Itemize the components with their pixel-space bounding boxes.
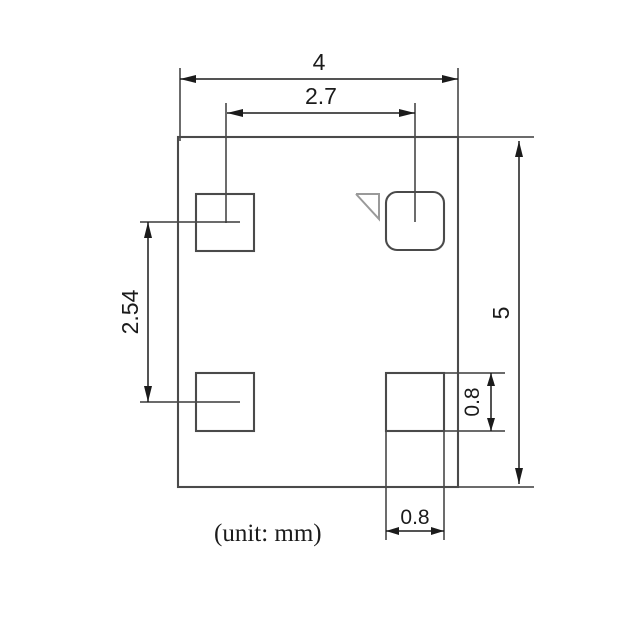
arrowhead-vpitch-bottom bbox=[144, 386, 152, 402]
pad-top-left bbox=[194, 192, 256, 253]
dimension-label-pad-height: 0.8 bbox=[461, 387, 484, 416]
pad-top-right bbox=[384, 190, 446, 252]
arrowhead-width-right bbox=[442, 75, 458, 83]
pad-bottom-right bbox=[384, 371, 446, 433]
arrowhead-padwidth-right bbox=[431, 527, 444, 535]
component-body-outline bbox=[176, 135, 460, 489]
arrowhead-padheight-top bbox=[487, 373, 495, 386]
arrowhead-pitch-left bbox=[227, 109, 243, 117]
arrowhead-pitch-right bbox=[399, 109, 415, 117]
arrowhead-padwidth-left bbox=[386, 527, 399, 535]
dimension-label-overall-width: 4 bbox=[313, 49, 326, 75]
arrowhead-height-bottom bbox=[515, 468, 523, 484]
unit-note-label: (unit: mm) bbox=[214, 520, 322, 547]
arrowhead-vpitch-top bbox=[144, 222, 152, 238]
arrowhead-height-top bbox=[515, 141, 523, 157]
dimension-label-pad-pitch-h: 2.7 bbox=[305, 83, 337, 109]
dimension-label-overall-height: 5 bbox=[488, 307, 514, 320]
arrowhead-width-left bbox=[180, 75, 196, 83]
pad-bottom-left bbox=[194, 371, 256, 433]
dimension-label-pad-width: 0.8 bbox=[400, 506, 429, 529]
arrowhead-padheight-bottom bbox=[487, 418, 495, 431]
pin-1-indicator-icon bbox=[355, 193, 380, 222]
dimension-label-pad-pitch-v: 2.54 bbox=[117, 289, 143, 334]
